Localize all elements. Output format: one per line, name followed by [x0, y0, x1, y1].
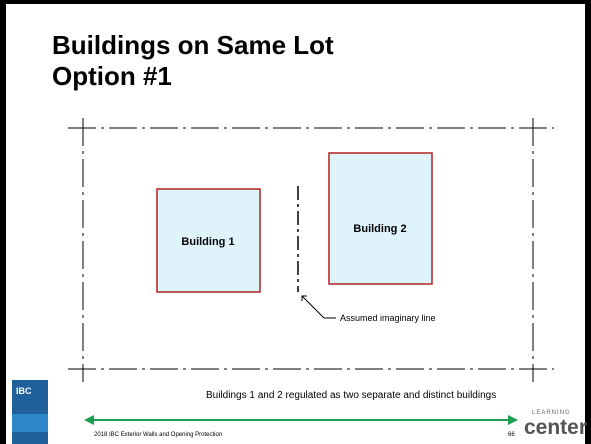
learning-center-logo: LEARNING center: [524, 410, 588, 444]
building-2-label: Building 2: [353, 223, 406, 235]
code-book-label: IBC: [16, 386, 32, 396]
slide-title: Buildings on Same Lot Option #1: [52, 30, 334, 92]
top-band: [6, 0, 585, 4]
page-number: 66: [508, 432, 515, 438]
code-book-cover-icon: IBC: [12, 380, 48, 444]
leader-arrowhead: [301, 295, 307, 301]
slide-caption: Buildings 1 and 2 regulated as two separ…: [206, 390, 497, 401]
presentation-title: 2018 IBC Exterior Walls and Opening Prot…: [94, 432, 223, 438]
building-1: [156, 188, 261, 293]
logo-main-text: center: [524, 416, 588, 439]
imaginary-line-label: Assumed imaginary line: [340, 313, 436, 323]
lot-diagram: Building 1 Building 2 Assumed imaginary …: [68, 118, 554, 425]
building-1-label: Building 1: [181, 236, 234, 248]
code-book-stripe: [12, 414, 48, 432]
leader-line: [301, 295, 325, 319]
footer-arrow-right: [508, 415, 518, 425]
logo-small-text: LEARNING: [532, 410, 571, 416]
title-line-2: Option #1: [52, 61, 172, 91]
title-line-1: Buildings on Same Lot: [52, 30, 334, 60]
footer-arrow-left: [84, 415, 94, 425]
building-2: [328, 152, 433, 285]
